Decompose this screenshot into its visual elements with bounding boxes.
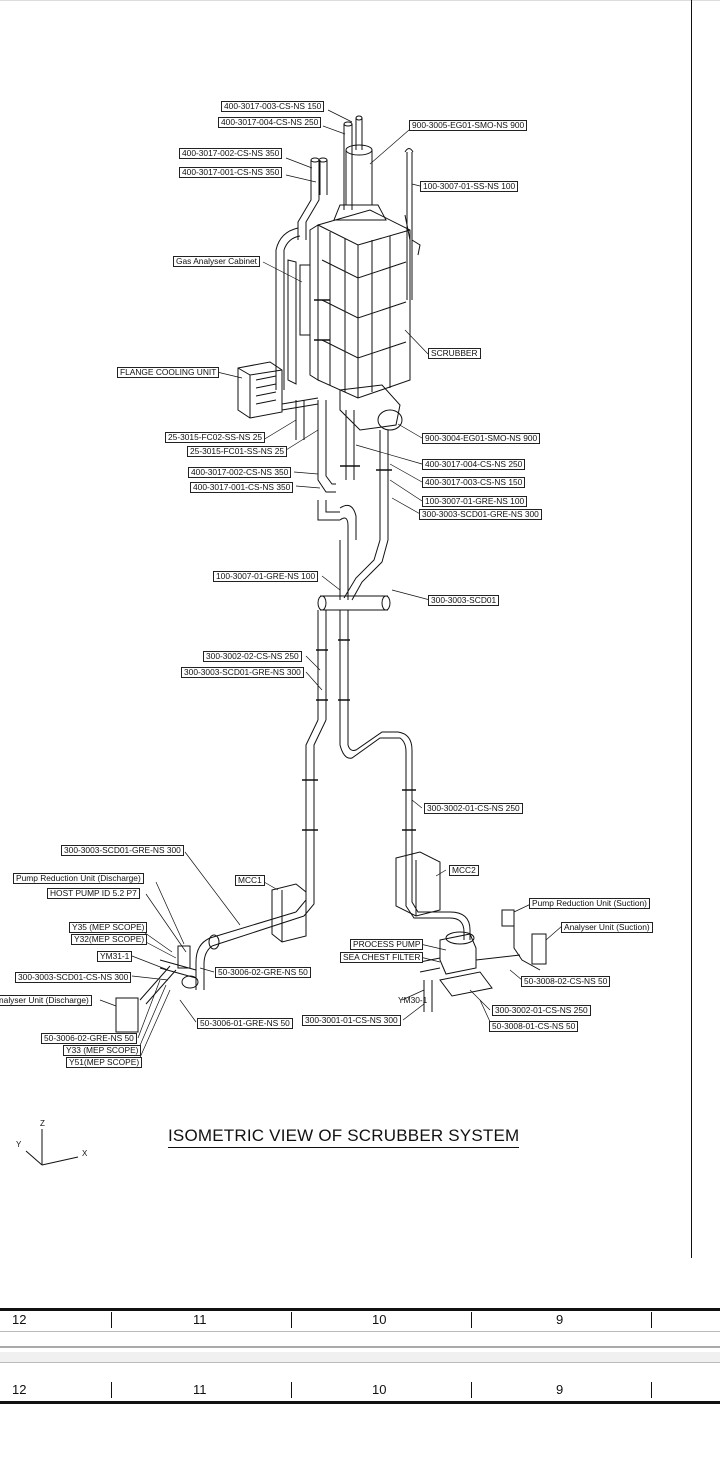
pipe-label: 25-3015-FC01-SS-NS 25 — [187, 446, 288, 457]
sheet-gap — [0, 1352, 720, 1362]
mcc1-branch — [115, 850, 315, 1033]
tag-label: YM30-1 — [398, 995, 428, 1005]
zone-strip-bottom: 12 11 10 9 — [0, 1378, 720, 1404]
pipe-label: 50-3006-02-GRE-NS 50 — [41, 1033, 137, 1044]
pipe-label: 300-3003-SCD01-GRE-NS 300 — [419, 509, 542, 520]
tag-label: Y33 (MEP SCOPE) — [63, 1045, 142, 1056]
pipe-label: 400-3017-001-CS-NS 350 — [190, 482, 294, 493]
pipe-label: 400-3017-002-CS-NS 350 — [179, 148, 283, 159]
zone-number: 12 — [12, 1312, 27, 1327]
equipment-label: nalyser Unit (Discharge) — [0, 995, 92, 1006]
pipe-label: 300-3003-SCD01 — [428, 595, 500, 606]
sheet-separator — [0, 1346, 720, 1348]
flanges — [302, 299, 416, 831]
drawing-title: ISOMETRIC VIEW OF SCRUBBER SYSTEM — [168, 1126, 520, 1148]
equipment-label: SCRUBBER — [428, 348, 481, 359]
sheet-separator — [0, 1362, 720, 1363]
zone-number: 10 — [372, 1382, 387, 1397]
pipe-label: 400-3017-003-CS-NS 150 — [221, 101, 325, 112]
pipe-label: 900-3005-EG01-SMO-NS 900 — [409, 120, 528, 131]
zone-number: 9 — [556, 1382, 564, 1397]
pipe-label: 50-3006-02-GRE-NS 50 — [215, 967, 311, 978]
pipe-label: 900-3004-EG01-SMO-NS 900 — [422, 433, 541, 444]
main-riser — [305, 539, 413, 860]
pipe-label: 100-3007-01-GRE-NS 100 — [422, 496, 528, 507]
equipment-label: MCC1 — [235, 875, 265, 886]
zone-number: 9 — [556, 1312, 564, 1327]
pipe-label: 300-3001-01-CS-NS 300 — [302, 1015, 401, 1026]
flange-cooling-unit — [237, 361, 319, 419]
axis-x-label: X — [82, 1149, 88, 1158]
pipe-label: 50-3008-01-CS-NS 50 — [489, 1021, 579, 1032]
pipe-label: 25-3015-FC02-SS-NS 25 — [165, 432, 266, 443]
pipe-label: 300-3003-SCD01-GRE-NS 300 — [181, 667, 304, 678]
equipment-label: FLANGE COOLING UNIT — [117, 367, 220, 378]
pipe-label: 300-3003-SCD01-CS-NS 300 — [15, 972, 132, 983]
tag-label: YM31-1 — [97, 951, 133, 962]
zone-number: 10 — [372, 1312, 387, 1327]
zone-number: 11 — [193, 1312, 207, 1327]
axis-triad — [25, 1129, 79, 1166]
gas-analyser-riser — [275, 227, 311, 390]
pipe-label: 400-3017-004-CS-NS 250 — [218, 117, 322, 128]
tag-label: Y32(MEP SCOPE) — [71, 934, 148, 945]
equipment-label: Pump Reduction Unit (Discharge) — [13, 873, 144, 884]
zone-number: 11 — [193, 1382, 207, 1397]
equipment-label: Analyser Unit (Suction) — [561, 922, 653, 933]
equipment-label: Pump Reduction Unit (Suction) — [529, 898, 650, 909]
equipment-label: SEA CHEST FILTER — [340, 952, 424, 963]
vent-pipes — [297, 115, 363, 240]
equipment-label: Gas Analyser Cabinet — [173, 256, 261, 267]
frame-right-border — [691, 0, 692, 1258]
pipe-label: 400-3017-004-CS-NS 250 — [422, 459, 526, 470]
tag-label: Y35 (MEP SCOPE) — [69, 922, 148, 933]
leader-lines — [99, 109, 563, 1063]
pipe-label: 400-3017-002-CS-NS 350 — [188, 467, 292, 478]
tag-label: Y51(MEP SCOPE) — [66, 1057, 143, 1068]
pipe-label: 300-3002-01-CS-NS 250 — [492, 1005, 591, 1016]
scrubber-outlet-pipes — [295, 384, 403, 540]
pipe-label: 300-3002-02-CS-NS 250 — [203, 651, 302, 662]
zone-strip-top: 12 11 10 9 — [0, 1308, 720, 1332]
equipment-label: MCC2 — [449, 865, 479, 876]
pipe-label: 100-3007-01-SS-NS 100 — [420, 181, 519, 192]
pipe-label: 400-3017-003-CS-NS 150 — [422, 477, 526, 488]
pipe-label: 50-3006-01-GRE-NS 50 — [197, 1018, 293, 1029]
pipe-label: 400-3017-001-CS-NS 350 — [179, 167, 283, 178]
frame-top-edge — [0, 0, 720, 1]
equipment-label: HOST PUMP ID 5.2 P7 — [47, 888, 140, 899]
axis-y-label: Y — [16, 1140, 22, 1149]
pipe-label: 50-3008-02-CS-NS 50 — [521, 976, 611, 987]
exhaust-stack — [333, 144, 387, 221]
pipe-label: 300-3003-SCD01-GRE-NS 300 — [61, 845, 184, 856]
pipe-label: 300-3002-01-CS-NS 250 — [424, 803, 523, 814]
mcc2-branch — [395, 851, 547, 1012]
pipe-label: 100-3007-01-GRE-NS 100 — [213, 571, 319, 582]
axis-z-label: Z — [40, 1119, 45, 1128]
equipment-label: PROCESS PUMP — [350, 939, 424, 950]
zone-number: 12 — [12, 1382, 27, 1397]
